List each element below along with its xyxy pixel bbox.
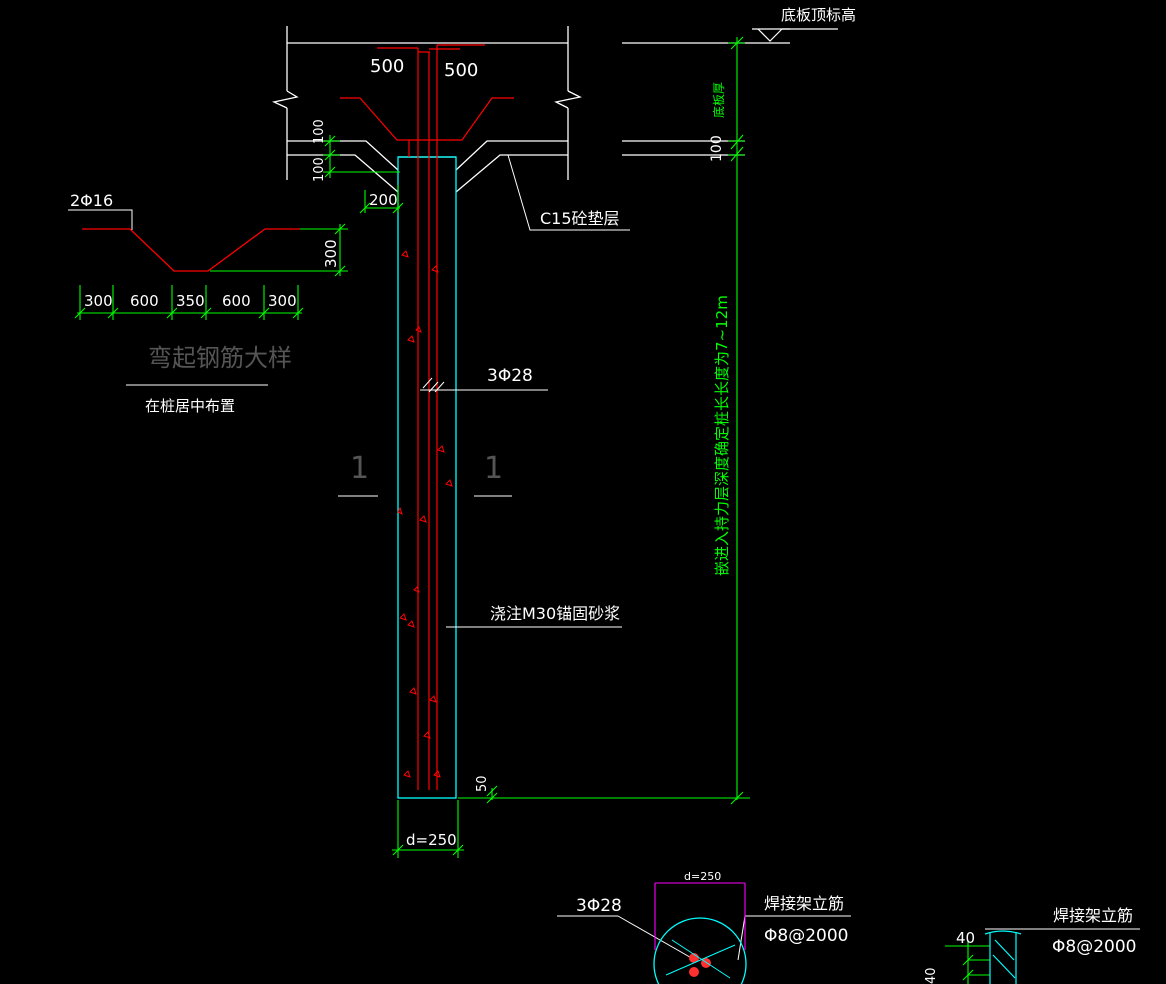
dim-40: 40 — [956, 929, 975, 947]
detail-note: 在桩居中布置 — [145, 397, 235, 415]
pile-outline — [397, 156, 457, 799]
bent-bar-shape — [82, 228, 300, 272]
section-diameter-label: d=250 — [684, 870, 721, 883]
slab-outline — [271, 26, 790, 193]
bent-seg-3: 350 — [176, 292, 205, 310]
frame-spacing-label-2: Φ8@2000 — [1052, 937, 1136, 957]
dim-500-right: 500 — [444, 60, 478, 81]
bent-seg-5: 300 — [268, 292, 297, 310]
bent-bar-label: 2Φ16 — [70, 191, 113, 210]
grout-label: 浇注M30锚固砂浆 — [490, 604, 620, 623]
cushion-label: C15砼垫层 — [540, 209, 620, 228]
detail-title: 弯起钢筋大样 — [148, 344, 292, 372]
pile-diameter-label: d=250 — [406, 831, 457, 849]
frame-bar-label-2: 焊接架立筋 — [1053, 906, 1133, 925]
leader-lines — [68, 154, 1140, 961]
slab-thickness-label: 底板厚 — [711, 82, 726, 118]
dim-100-b: 100 — [312, 157, 327, 182]
section-bar-label: 3Φ28 — [576, 896, 622, 916]
dimension-lines — [74, 36, 990, 984]
dim-100-a: 100 — [312, 119, 327, 144]
dim-500-left: 500 — [370, 56, 404, 77]
section-mark-left: 1 — [350, 451, 369, 486]
dim-50: 50 — [475, 775, 490, 792]
pile-rebar — [340, 44, 514, 790]
frame-bar-label-1: 焊接架立筋 — [764, 894, 844, 913]
bent-height-dim: 300 — [322, 239, 340, 268]
dim-40-vertical: 40 — [924, 967, 939, 984]
frame-spacing-label-1: Φ8@2000 — [764, 926, 848, 946]
main-bar-label: 3Φ28 — [487, 366, 533, 386]
top-elevation-label: 底板顶标高 — [781, 6, 856, 24]
dim-200: 200 — [369, 191, 398, 209]
pile-cross-section — [653, 882, 747, 984]
dim-100-right: 100 — [709, 135, 725, 162]
bent-seg-4: 600 — [222, 292, 251, 310]
section-mark-right: 1 — [484, 451, 503, 486]
pile-length-label: 嵌进入持力层深度确定桩长长度为7~12m — [713, 295, 731, 576]
elevation-marker-icon — [752, 28, 838, 42]
bent-seg-2: 600 — [130, 292, 159, 310]
grout-marks — [397, 250, 453, 778]
frame-bar-detail — [984, 930, 1022, 984]
bent-seg-1: 300 — [84, 292, 113, 310]
